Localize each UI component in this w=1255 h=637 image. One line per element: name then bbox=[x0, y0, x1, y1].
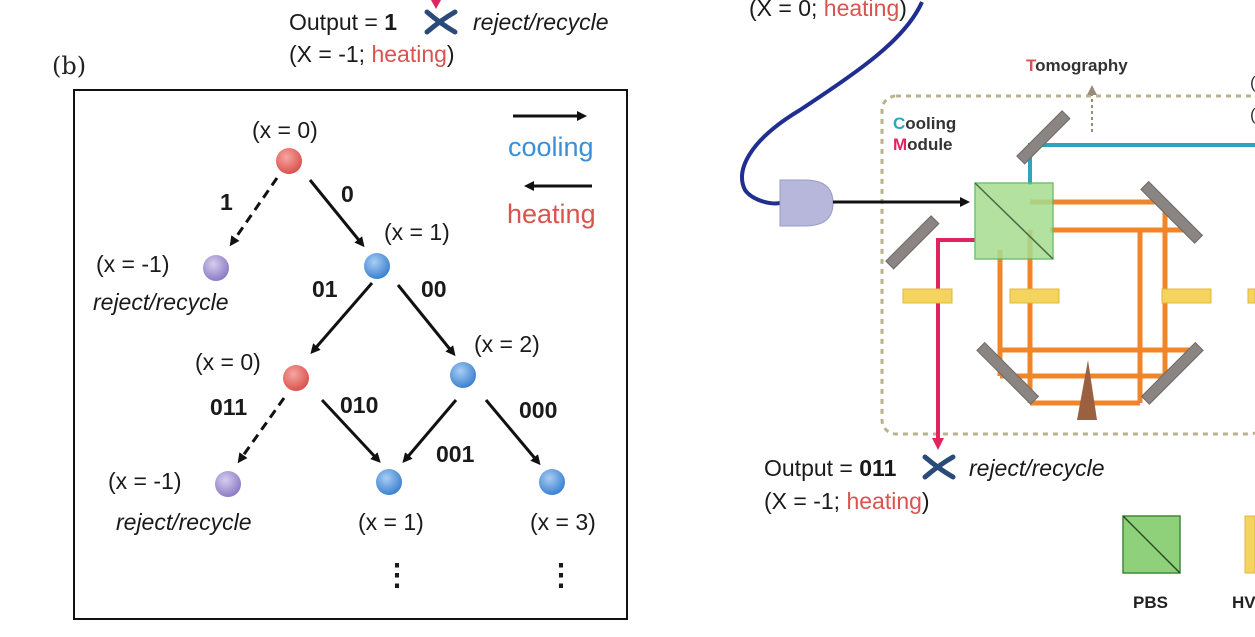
legend-cooling: cooling bbox=[508, 111, 594, 162]
wedge-element bbox=[1077, 360, 1097, 420]
mirror-bottom-right bbox=[1140, 341, 1204, 405]
edge-label-1: 1 bbox=[220, 189, 233, 215]
edge-l2-right-right bbox=[484, 399, 541, 466]
top-output-line: Output = 1 bbox=[289, 9, 397, 35]
legend-heating: heating bbox=[507, 181, 596, 229]
node-root bbox=[276, 148, 302, 174]
cross-icon bbox=[424, 9, 458, 35]
edge-partial-2: ( bbox=[1250, 105, 1255, 124]
legend-heating-label: heating bbox=[507, 199, 596, 229]
node-l3-b-label: (x = 1) bbox=[358, 509, 424, 535]
node-root-label: (x = 0) bbox=[252, 117, 318, 143]
legend-pbs: PBS bbox=[1122, 515, 1181, 612]
top-state-line: (X = 0; heating) bbox=[749, 0, 907, 21]
right-panel: (X = 0; heating) Cooling Module Tomograp… bbox=[740, 0, 1255, 612]
legend-pbs-label: PBS bbox=[1133, 593, 1168, 612]
node-l1-left-label: (x = -1) bbox=[96, 251, 169, 277]
legend-hwp-label: HV bbox=[1232, 593, 1255, 612]
mirror-left bbox=[885, 215, 940, 270]
mirror-top-left bbox=[1016, 110, 1071, 165]
tree-frame bbox=[73, 89, 628, 620]
legend-cooling-label: cooling bbox=[508, 132, 594, 162]
edge-label-01: 01 bbox=[312, 276, 338, 302]
fiber-coupler bbox=[779, 179, 834, 227]
magenta-output-beam bbox=[932, 238, 975, 450]
node-l2-left-label: (x = 0) bbox=[195, 349, 261, 375]
edge-label-011: 011 bbox=[210, 394, 247, 420]
tomography-label: Tomography bbox=[1026, 56, 1128, 75]
edge-label-0: 0 bbox=[341, 181, 354, 207]
bottom-output-line: Output = 011 bbox=[764, 455, 897, 481]
edge-root-right bbox=[308, 179, 365, 248]
node-l2-left bbox=[283, 365, 309, 391]
node-l3-a bbox=[215, 471, 241, 497]
hwp-plate-2 bbox=[1009, 288, 1060, 304]
edge-l2-left-right bbox=[320, 398, 381, 463]
tree-edges bbox=[229, 177, 541, 466]
ellipsis-left: ⋮ bbox=[382, 559, 412, 592]
node-l3-b bbox=[376, 469, 402, 495]
node-l1-right bbox=[364, 253, 390, 279]
hwp-plate-3 bbox=[1161, 288, 1212, 304]
edge-partial-1: ( bbox=[1250, 73, 1255, 92]
bottom-output-state: (X = -1; heating) bbox=[764, 488, 930, 514]
edge-l1-left bbox=[310, 282, 374, 355]
bottom-output-action: reject/recycle bbox=[969, 455, 1104, 481]
edge-l1-right bbox=[396, 284, 456, 357]
ellipsis-right: ⋮ bbox=[546, 559, 576, 592]
mirror-bottom-left bbox=[976, 341, 1040, 405]
teal-output-beam bbox=[1028, 143, 1255, 185]
node-l3-a-note: reject/recycle bbox=[116, 509, 251, 535]
node-l3-c bbox=[539, 469, 565, 495]
hwp-plate-4 bbox=[1247, 288, 1255, 304]
node-l1-left bbox=[203, 255, 229, 281]
edge-label-000: 000 bbox=[519, 397, 557, 423]
node-l3-a-label: (x = -1) bbox=[108, 468, 181, 494]
node-l2-right bbox=[450, 362, 476, 388]
legend-hwp: HV bbox=[1232, 515, 1255, 612]
edge-label-010: 010 bbox=[340, 392, 378, 418]
pbs-cube bbox=[974, 182, 1054, 260]
edge-label-00: 00 bbox=[421, 276, 447, 302]
edge-label-001: 001 bbox=[436, 441, 475, 467]
edge-l2-right-left bbox=[402, 399, 458, 464]
edge-l2-left-left bbox=[237, 397, 286, 464]
node-l1-right-label: (x = 1) bbox=[384, 219, 450, 245]
top-red-arrow-tip bbox=[431, 0, 441, 9]
left-panel: Output = 1 reject/recycle (X = -1; heati… bbox=[52, 0, 628, 620]
top-output-state: (X = -1; heating) bbox=[289, 41, 455, 67]
panel-label: (b) bbox=[52, 52, 86, 80]
top-output-action: reject/recycle bbox=[473, 9, 608, 35]
edge-root-left bbox=[229, 177, 279, 247]
hwp-plate-1 bbox=[902, 288, 953, 304]
module-label-line1: Cooling bbox=[893, 114, 956, 133]
node-l1-left-note: reject/recycle bbox=[93, 289, 228, 315]
mirror-top-right bbox=[1140, 180, 1204, 244]
bottom-cross-icon bbox=[922, 454, 956, 480]
module-label-line2: Module bbox=[893, 135, 953, 154]
node-l3-c-label: (x = 3) bbox=[530, 509, 596, 535]
node-l2-right-label: (x = 2) bbox=[474, 331, 540, 357]
fiber-curve bbox=[740, 1, 924, 206]
cooling-module-box bbox=[880, 94, 1255, 436]
